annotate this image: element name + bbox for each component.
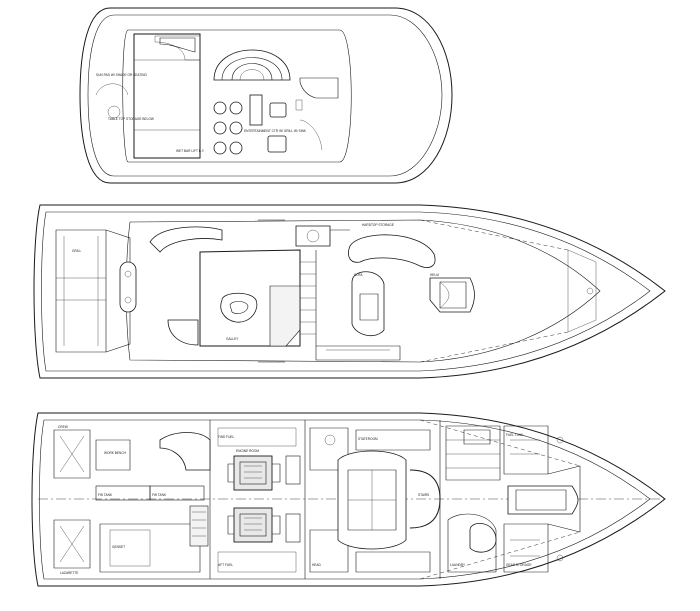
label-genset: GENSET [112,545,125,549]
label-engine-room: ENGINE ROOM [236,449,259,453]
label-liftbar: WET BAR LIFT B.Y. [176,149,205,153]
label-tank2: FW TANK [152,493,167,497]
label-fuel-top: FWD FUEL [218,435,235,439]
label-tank1: FW TANK [98,493,113,497]
engine-port [227,455,281,491]
label-laundry: LAUNDRY [450,563,466,567]
label-gear: GEAR STORAGE [506,563,531,567]
label-grill: GRILL [72,249,81,253]
label-sunpad: SUN PAD W/ SHADE OR SEATING [96,73,147,77]
label-galley: GALLEY [226,337,239,341]
label-head: HEAD [312,563,322,567]
label-sofa: SOFA [354,273,363,277]
label-bench: WORK BENCH [104,451,127,455]
label-stateroom: STATEROOM [358,437,378,441]
lower-deck-plan: FWD FUEL AFT FUEL ENGINE ROOM FW TANK FW… [31,412,666,587]
flybridge-plan: SUN PAD W/ SHADE OR SEATING TABLE TOP ST… [79,7,453,184]
label-table-storage: TABLE TOP STORAGE BELOW [108,117,154,121]
label-fuel-bottom: AFT FUEL [218,563,233,567]
label-fuel-tank: FUEL TANK [506,433,524,437]
main-deck-plan: HARDTOP STORAGE GRILL HELM GALLEY SOFA [33,204,666,379]
label-entertainment: ENTERTAINMENT CTR W/ GRILL W/ SINK [244,129,307,133]
label-stairs: STAIRS [418,493,429,497]
label-helm: HELM [430,273,439,277]
label-hardtop: HARDTOP STORAGE [362,223,394,227]
engine-starboard [227,507,281,543]
label-lazarette: LAZARETTE [60,571,78,575]
label-crew: CREW [58,425,68,429]
